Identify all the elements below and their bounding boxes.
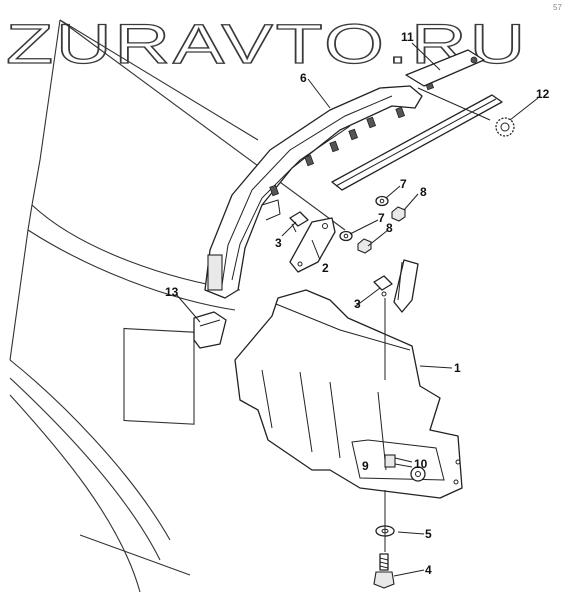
washer-part-7-upper	[375, 195, 389, 207]
mounting-strip-part-11	[405, 49, 485, 87]
clip-part-3-left	[289, 211, 309, 233]
label-2: 2	[322, 261, 329, 275]
label-8-lower: 8	[386, 221, 393, 235]
angle-bracket-part-2	[289, 217, 336, 273]
mudguard-part-1	[234, 289, 463, 499]
rubber-strip	[331, 94, 503, 191]
cab-outline	[9, 19, 346, 592]
nut-part-8-lower	[357, 238, 372, 254]
label-10: 10	[414, 457, 428, 471]
bolt-part-9	[384, 454, 413, 468]
corner-bracket	[393, 259, 419, 313]
toothed-washer-part-12	[495, 117, 515, 137]
leader-lines	[175, 42, 539, 577]
label-4: 4	[425, 563, 432, 577]
label-8-upper: 8	[420, 185, 427, 199]
label-7-upper: 7	[400, 177, 407, 191]
label-3-right: 3	[354, 297, 361, 311]
label-7-lower: 7	[378, 211, 385, 225]
nut-part-8-upper	[391, 206, 406, 222]
clip-part-3-right	[373, 275, 393, 297]
label-9: 9	[362, 459, 369, 473]
corner-mark: 57	[553, 3, 562, 12]
label-6: 6	[300, 71, 307, 85]
assembly-axes	[384, 87, 491, 552]
label-5: 5	[425, 527, 432, 541]
label-11: 11	[401, 30, 414, 44]
label-13: 13	[165, 285, 179, 299]
block-part-13	[193, 311, 227, 349]
washer-part-7-lower	[339, 230, 353, 242]
washer-part-10	[410, 466, 426, 482]
callout-labels: 6 11 12 7 8 7 8 3 2 3 13 1 9 10 5 4	[165, 30, 550, 577]
mudguard-bracket-part-6	[204, 78, 435, 299]
label-12: 12	[536, 87, 550, 101]
bolt-part-4	[373, 553, 395, 589]
label-3-left: 3	[275, 236, 282, 250]
label-1: 1	[454, 361, 461, 375]
